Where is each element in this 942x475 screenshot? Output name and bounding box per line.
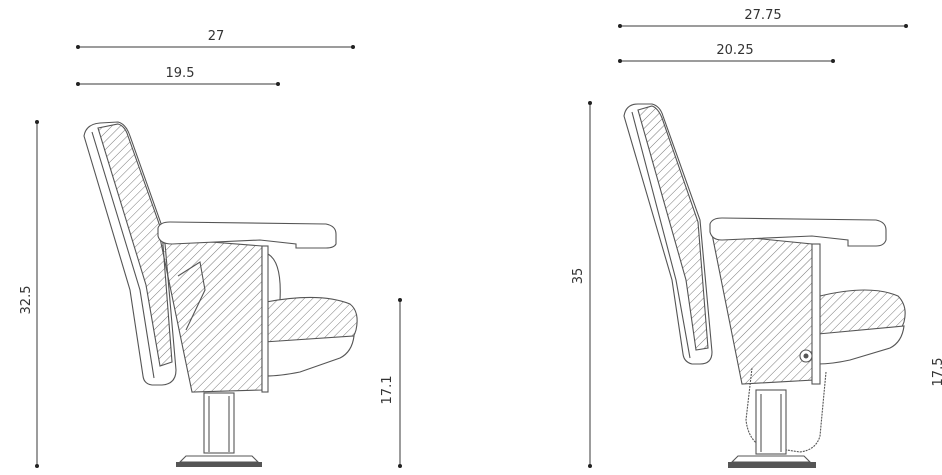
- right-overall-height-dimension: 35: [571, 101, 592, 468]
- left-seat-height-dimension: 17.1: [380, 298, 402, 468]
- right-overall-depth-label: 27.75: [744, 8, 781, 23]
- left-overall-height-label: 32.5: [19, 286, 34, 315]
- right-side-panel-edge: [811, 243, 821, 385]
- left-backrest-inner-line: [91, 131, 155, 379]
- left-armrest: [157, 221, 337, 249]
- left-backrest-cushion: [97, 123, 173, 367]
- left-seat-depth-dimension: 19.5: [76, 66, 280, 86]
- left-seat-base: [263, 335, 355, 377]
- left-chair: [83, 121, 358, 467]
- left-seat-depth-label: 19.5: [166, 66, 195, 81]
- left-panel-detail: [177, 261, 206, 331]
- left-side-panel-edge: [261, 245, 269, 393]
- left-overall-depth-label: 27: [208, 29, 225, 44]
- right-seat-depth-label: 20.25: [716, 43, 753, 58]
- right-backrest-inner-line: [631, 111, 691, 359]
- right-backrest-cushion: [637, 105, 709, 351]
- left-overall-height-dimension: 32.5: [19, 120, 39, 468]
- left-floor-plate: [176, 462, 262, 467]
- left-seat-height-label: 17.1: [380, 376, 395, 405]
- right-overall-height-label: 35: [571, 268, 586, 285]
- right-seat-depth-dimension: 20.25: [618, 43, 835, 63]
- right-seat-base: [817, 325, 905, 365]
- right-seat-height-label: 17.5: [931, 358, 942, 387]
- right-seat-height-dimension: 17.5: [931, 358, 942, 387]
- right-pedestal-base: [730, 455, 812, 463]
- right-floor-plate: [728, 462, 816, 468]
- right-side-panel: [711, 233, 815, 385]
- right-chair: [623, 103, 906, 468]
- left-pedestal-base: [178, 455, 260, 463]
- right-overall-depth-dimension: 27.75: [618, 8, 908, 28]
- right-armrest: [709, 217, 887, 247]
- left-seat-hinge-line: [267, 253, 281, 301]
- left-overall-depth-dimension: 27: [76, 29, 355, 49]
